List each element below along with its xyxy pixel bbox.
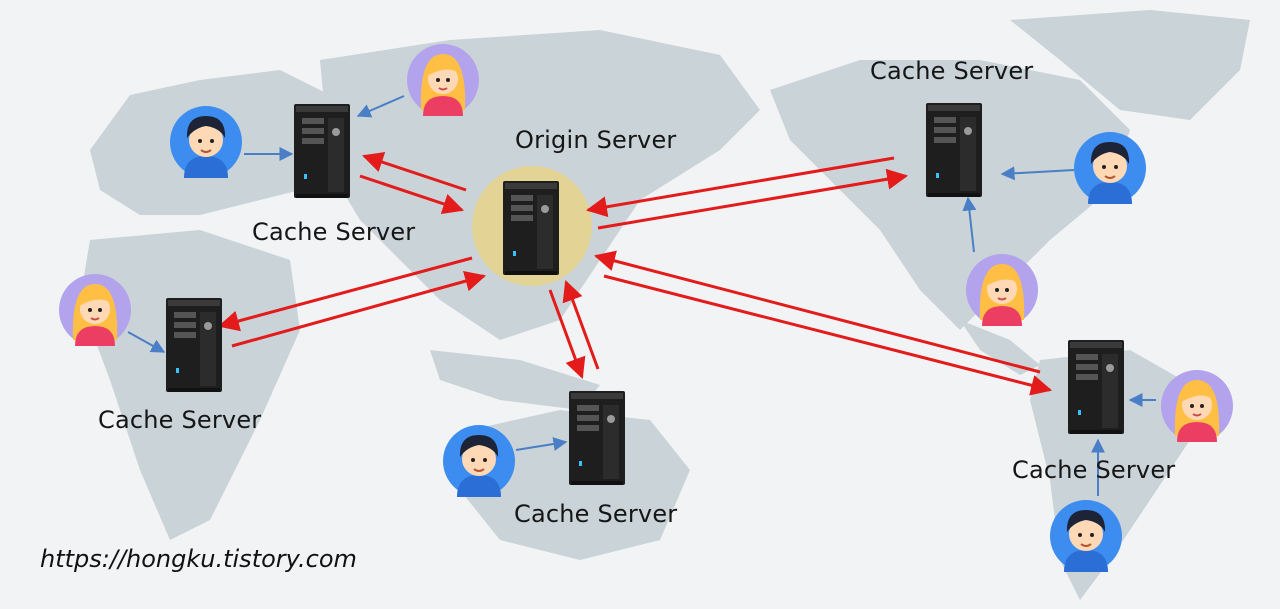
arrow-user-to-australia-cache	[515, 437, 568, 451]
watermark-url: https://hongku.tistory.com	[40, 545, 357, 573]
male-user-avatar-icon	[169, 105, 243, 179]
north-america-cache-server-label: Cache Server	[870, 57, 1034, 85]
north-america-cache-server-icon	[926, 103, 982, 197]
female-user-avatar-icon	[406, 43, 480, 117]
male-user-avatar-icon	[442, 424, 516, 498]
female-user-avatar-icon	[965, 253, 1039, 327]
land-central-america	[960, 320, 1040, 375]
africa-cache-server-label: Cache Server	[98, 406, 262, 434]
arrow-origin-to-north-america	[597, 168, 909, 230]
arrow-user-to-north-america-cache-2	[962, 196, 977, 253]
arrow-australia-to-origin	[562, 280, 600, 370]
arrow-origin-to-south-america	[603, 274, 1053, 396]
south-america-cache-server-label: Cache Server	[1012, 456, 1176, 484]
origin-server-icon	[503, 181, 559, 275]
land-australia	[460, 410, 690, 560]
cache-origin-links	[217, 152, 1053, 396]
arrow-north-america-to-origin	[585, 156, 895, 218]
south-america-cache-server-icon	[1068, 340, 1124, 434]
male-user-avatar-icon	[1049, 499, 1123, 573]
arrow-origin-to-europe	[362, 152, 467, 192]
arrow-origin-to-africa	[217, 256, 473, 332]
europe-cache-server-label: Cache Server	[252, 218, 416, 246]
arrow-user-to-africa-cache	[127, 331, 166, 353]
arrow-user-to-europe-cache-1	[356, 95, 405, 118]
origin-server-label: Origin Server	[515, 126, 677, 154]
arrow-user-to-north-america-cache-1	[1000, 166, 1075, 181]
land-greenland	[1010, 10, 1250, 120]
male-user-avatar-icon	[1073, 131, 1147, 205]
arrow-south-america-to-origin	[593, 250, 1041, 374]
female-user-avatar-icon	[58, 273, 132, 347]
arrow-origin-to-australia	[548, 289, 586, 379]
europe-cache-server-icon	[294, 104, 350, 198]
land-indonesia	[430, 350, 600, 410]
user-links	[127, 95, 1156, 496]
arrow-europe-to-origin	[359, 174, 464, 214]
arrow-africa-to-origin	[231, 270, 487, 348]
australia-cache-server-icon	[569, 391, 625, 485]
australia-cache-server-label: Cache Server	[514, 500, 678, 528]
africa-cache-server-icon	[166, 298, 222, 392]
female-user-avatar-icon	[1160, 369, 1234, 443]
